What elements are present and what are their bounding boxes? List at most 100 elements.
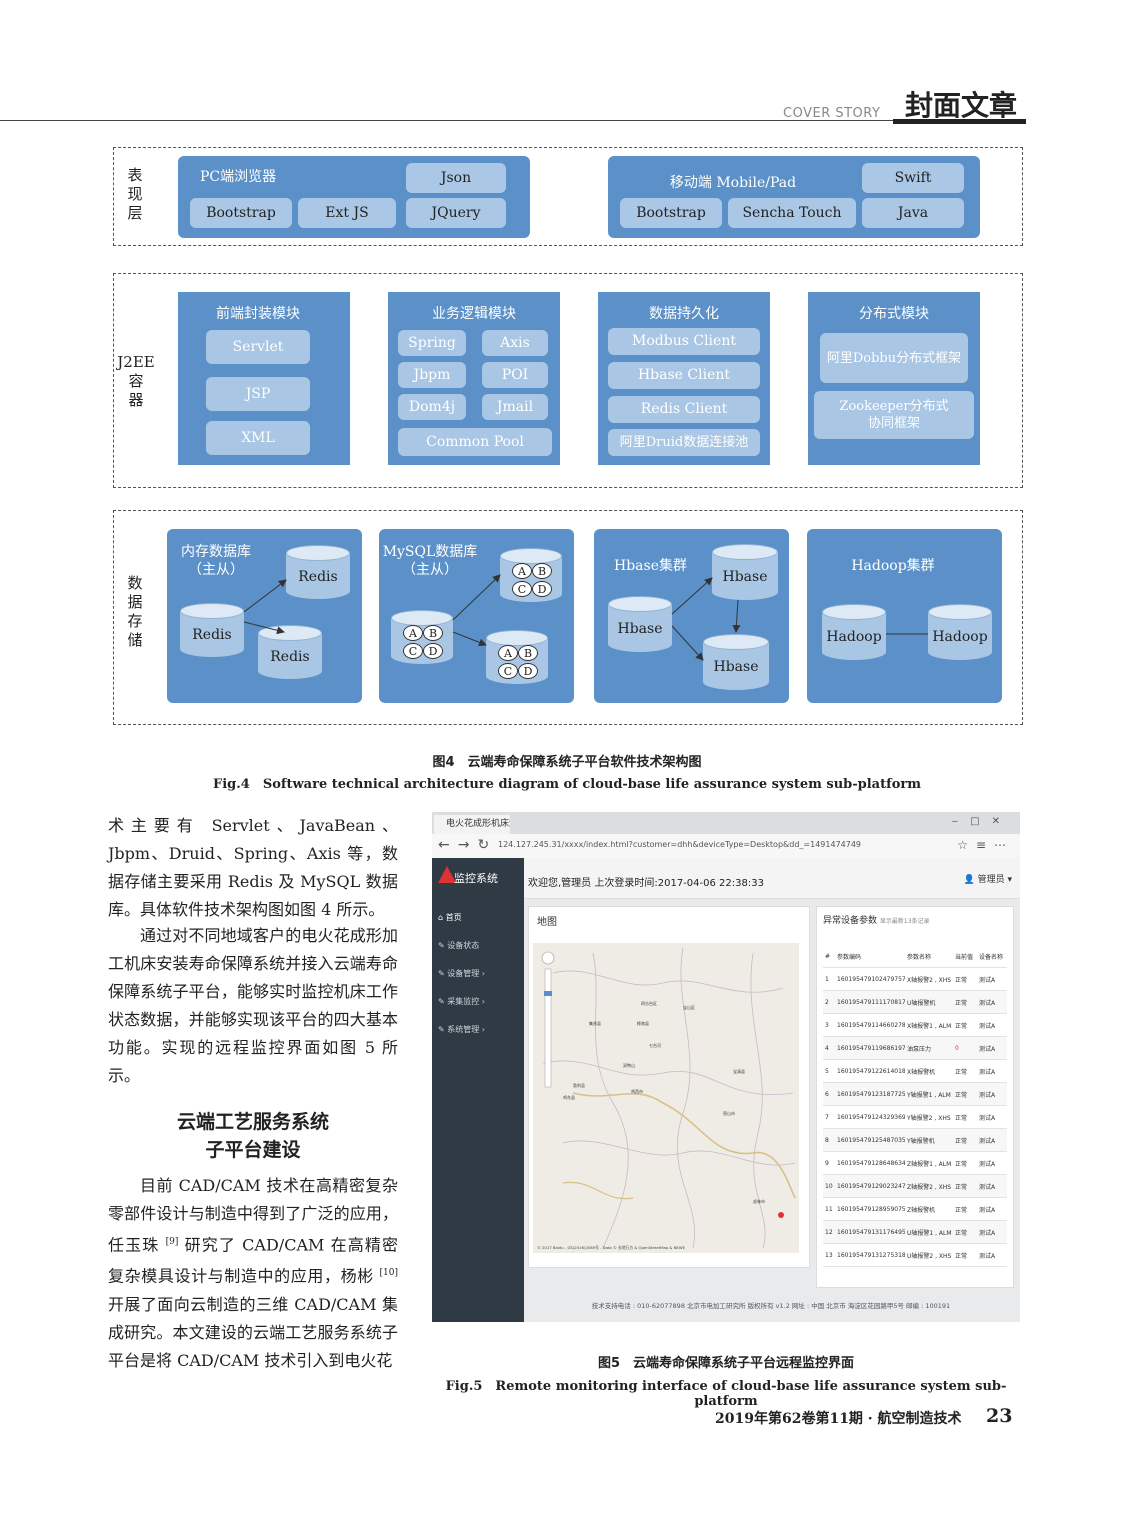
table-cell: 1 — [823, 967, 835, 991]
table-cell: 测试A — [977, 1197, 1007, 1221]
map-zoom-control[interactable] — [541, 951, 555, 1091]
logic-module-title: 业务逻辑模块 — [432, 306, 516, 322]
nav-buttons[interactable]: ←→↻ — [438, 837, 498, 853]
header-rule-thick — [893, 119, 1026, 124]
hbase-cylinder: Hbase — [712, 544, 778, 600]
app-footer: 技术支持电话 : 010-62077898 北京市电加工研究所 版权所有 v1.… — [591, 1302, 951, 1310]
table-cell: Y轴报警2 , XHS — [905, 1105, 953, 1129]
table-cell: 测试A — [977, 1243, 1007, 1267]
table-cell: 正常 — [953, 967, 977, 991]
citation-10[interactable]: [10] — [379, 1268, 398, 1279]
j2ee-layer-label: J2EE 容 器 — [117, 353, 155, 409]
table-cell: 12 — [823, 1220, 835, 1244]
user-menu[interactable]: 👤 管理员 ▾ — [963, 875, 1012, 885]
table-cell: 1601954791226140183 — [835, 1059, 905, 1083]
table-cell: X轴报警2 , XHS — [905, 967, 953, 991]
map-place: 密山市 — [723, 1110, 735, 1116]
table-cell: 正常 — [953, 1220, 977, 1244]
table-cell: 测试A — [977, 1174, 1007, 1198]
persist-item-redis: Redis Client — [608, 396, 760, 423]
fig4-caption-en: Fig.4 Software technical architecture di… — [213, 777, 921, 792]
app-logo: 监控系统 — [432, 858, 524, 898]
frontend-module-title: 前端封装模块 — [216, 306, 300, 322]
table-cell: Y轴报警机 — [905, 1128, 953, 1152]
table-cell: 正常 — [953, 1128, 977, 1152]
table-cell: X轴报警1 , ALM — [905, 1013, 953, 1037]
table-cell: U轴报警机 — [905, 990, 953, 1014]
header-chinese: 封面文章 — [905, 89, 1018, 122]
table-cell: 测试A — [977, 1082, 1007, 1106]
hadoop-cylinder: Hadoop — [928, 604, 992, 660]
paragraph-1: 术主要有 Servlet、JavaBean、Jbpm、Druid、Spring、… — [108, 816, 398, 919]
sidebar-item-status[interactable]: ✎ 设备状态 — [438, 941, 480, 950]
table-cell: 正常 — [953, 1013, 977, 1037]
pc-item-extjs: Ext JS — [298, 198, 396, 228]
table-cell: 1601954791146602785 — [835, 1013, 905, 1037]
table-cell: 1601954791289590753 — [835, 1197, 905, 1221]
map-attribution: © 2017 Baidu - GS(2016)2089号 - Data © 长地… — [537, 1245, 686, 1250]
frontend-item-xml: XML — [206, 421, 310, 455]
logic-item-axis: Axis — [482, 330, 548, 356]
fig4-caption-cn: 图4 云端寿命保障系统子平台软件技术架构图 — [432, 755, 702, 770]
logic-item-jbpm: Jbpm — [398, 362, 466, 388]
map-place: 七台河 — [649, 1042, 661, 1048]
table-cell: 测试A — [977, 967, 1007, 991]
table-cell: 1601954791312753185 — [835, 1243, 905, 1267]
app-topbar — [432, 858, 1020, 899]
table-cell: 0 — [953, 1036, 977, 1060]
logo-icon — [438, 866, 456, 883]
paragraph-2: 通过对不同地域客户的电火花成形加工机床安装寿命保障系统并接入云端寿命保障系统子平… — [108, 926, 398, 1085]
address-input[interactable]: 124.127.245.31/xxxx/index.html?customer=… — [498, 840, 862, 849]
page-footer: 2019年第62卷第11期 · 航空制造技术 — [715, 1411, 962, 1427]
browser-tab[interactable]: 电火花成形机床远程监控 — [434, 815, 510, 834]
browser-tabbar: 电火花成形机床远程监控 ‒□✕ — [432, 812, 1020, 834]
persist-item-druid: 阿里Druid数据连接池 — [608, 429, 760, 456]
welcome-text: 欢迎您,管理员 上次登录时间:2017-04-06 22:38:33 — [528, 878, 764, 889]
table-cell: 7 — [823, 1105, 835, 1129]
table-cell: 13 — [823, 1243, 835, 1267]
diagram-arrows — [243, 574, 928, 661]
map-place: 桦南县 — [637, 1020, 649, 1026]
j2ee-layer — [113, 273, 1023, 488]
table-cell: 正常 — [953, 1082, 977, 1106]
section-heading-line1: 云端工艺服务系统 — [176, 1111, 329, 1133]
sidebar-item-collect[interactable]: ✎ 采集监控 › — [438, 997, 485, 1006]
browser-toolbar-icons[interactable]: ☆≡⋯ — [957, 838, 1014, 852]
table-cell: 测试A — [977, 1105, 1007, 1129]
storage-layer-label: 数 据 存 储 — [127, 574, 143, 649]
table-cell: 1601954791290232479 — [835, 1174, 905, 1198]
map-view[interactable]: 四方台区 宝山区 集贤县 桦南县 七台河 双鸭山 宝清县 勃利县 鸡东县 鸡西市… — [533, 943, 799, 1253]
sidebar-item-system[interactable]: ✎ 系统管理 › — [438, 1025, 485, 1034]
hbase-title: Hbase集群 — [614, 558, 687, 574]
hbase-cylinder: Hbase — [608, 596, 672, 652]
table-cell: U轴报警2 , XHS — [905, 1243, 953, 1267]
sidebar-item-device[interactable]: ✎ 设备管理 › — [438, 969, 485, 978]
table-cell: 正常 — [953, 1105, 977, 1129]
table-cell: 9 — [823, 1151, 835, 1175]
table-cell: 5 — [823, 1059, 835, 1083]
window-controls[interactable]: ‒□✕ — [951, 816, 1012, 827]
sidebar-item-home[interactable]: ⌂ 首页 — [438, 913, 462, 922]
citation-9[interactable]: [9] — [165, 1237, 179, 1247]
table-cell: Y轴报警1 , ALM — [905, 1082, 953, 1106]
persist-item-hbase: Hbase Client — [608, 362, 760, 389]
table-cell: 正常 — [953, 1243, 977, 1267]
table-cell: 正常 — [953, 1151, 977, 1175]
